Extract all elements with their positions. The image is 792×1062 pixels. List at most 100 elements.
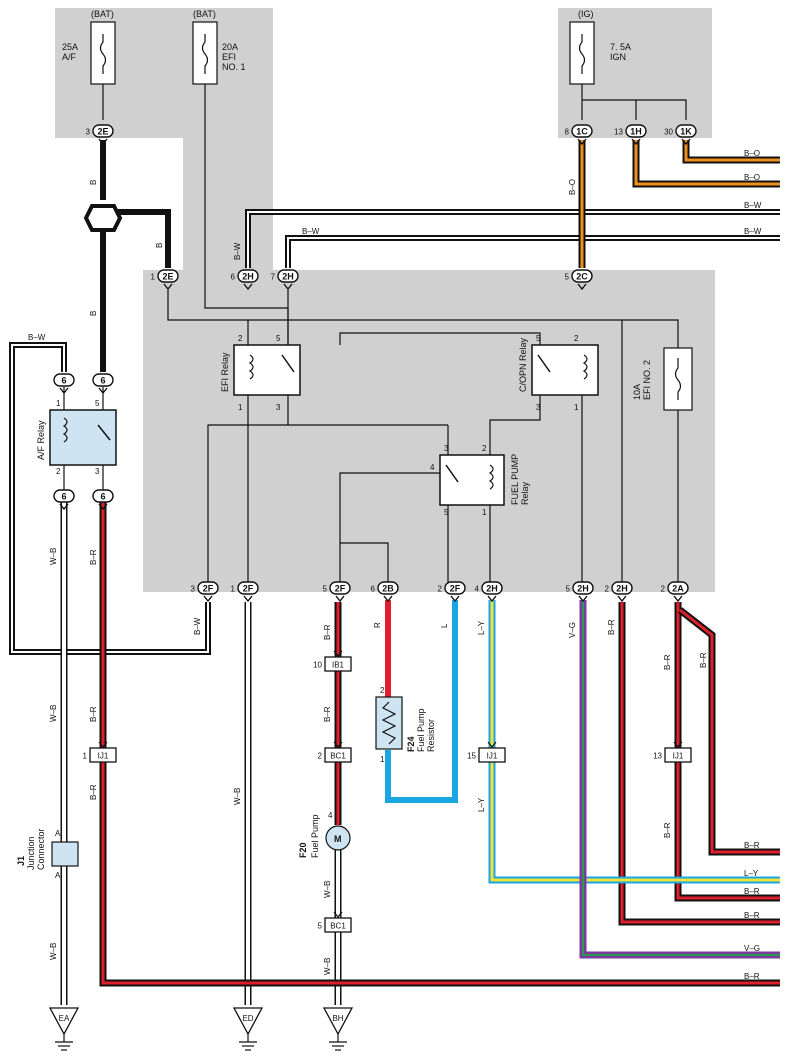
svg-text:B–R: B–R [607, 619, 616, 635]
svg-text:3: 3 [95, 467, 100, 476]
svg-text:2F: 2F [335, 584, 346, 594]
ground-bh: BH [322, 1007, 354, 1051]
junction-block-panels [55, 8, 715, 592]
svg-text:B–W: B–W [233, 242, 242, 260]
right-edge-label: B–R [744, 972, 760, 981]
svg-text:B: B [89, 180, 98, 185]
svg-text:B–R: B–R [323, 624, 332, 640]
fuel-pump-relay-name1: FUEL PUMP [510, 454, 520, 505]
svg-text:B–R: B–R [89, 706, 98, 722]
svg-text:Fuel Pump: Fuel Pump [310, 814, 320, 858]
copn-relay: C/OPN Relay 5 2 3 1 [518, 334, 599, 412]
svg-text:6: 6 [61, 376, 66, 386]
svg-text:2F: 2F [203, 584, 214, 594]
connector-b2F_4: 2F2 [438, 581, 466, 603]
svg-text:30: 30 [664, 128, 673, 137]
svg-text:2: 2 [574, 334, 579, 343]
svg-text:B–R: B–R [663, 822, 672, 838]
svg-text:2: 2 [482, 444, 487, 453]
svg-text:2H: 2H [486, 584, 498, 594]
svg-text:B–W: B–W [28, 333, 46, 342]
right-edge-label: B–R [744, 841, 760, 850]
svg-text:1: 1 [238, 403, 243, 412]
fuse-af-amp: 25A [62, 42, 78, 52]
svg-text:5: 5 [276, 334, 281, 343]
svg-text:2B: 2B [382, 584, 394, 594]
fuse-ign-source: (IG) [578, 9, 594, 19]
connector-c6_a: 6 [53, 373, 75, 395]
right-edge-labels: B–OB–OB–WB–WB–RL–YB–RB–RV–GB–R [744, 149, 762, 981]
svg-text:BC1: BC1 [330, 922, 346, 931]
fuel-pump-f20: M 4 F20 Fuel Pump [298, 811, 351, 858]
copn-relay-name: C/OPN Relay [518, 337, 528, 392]
svg-text:15: 15 [467, 752, 476, 761]
connector-b2F_3: 2F 5 [323, 581, 351, 603]
svg-text:3: 3 [191, 585, 196, 594]
connector-b2H_3: 2H2 [605, 581, 633, 603]
svg-text:2: 2 [238, 334, 243, 343]
svg-text:V–G: V–G [568, 622, 577, 638]
connector-c2C: 2C5 [565, 269, 593, 291]
connector-c6_c: 6 [53, 489, 75, 511]
svg-text:1: 1 [56, 399, 61, 408]
svg-text:W–B: W–B [323, 958, 332, 975]
svg-text:5: 5 [323, 585, 328, 594]
connector-b2A: 2A2 [661, 581, 689, 603]
junction-bc1_b: BC1 5 [318, 911, 352, 933]
svg-text:1: 1 [83, 752, 88, 761]
fuse-efi1-name2: NO. 1 [222, 62, 246, 72]
svg-text:ED: ED [242, 1014, 253, 1023]
svg-text:6: 6 [371, 585, 376, 594]
svg-text:1: 1 [151, 273, 156, 282]
svg-text:2: 2 [380, 686, 385, 695]
svg-text:B–W: B–W [302, 227, 320, 236]
svg-text:Connector: Connector [36, 828, 46, 870]
svg-text:W–B: W–B [233, 788, 242, 805]
junction-connector-j1: A A J1 Junction Connector [16, 828, 79, 880]
fuse-efi1-amp: 20A [222, 42, 238, 52]
l-wire [385, 600, 458, 803]
svg-text:2E: 2E [162, 272, 173, 282]
fuse-ign-name: IGN [610, 52, 626, 62]
svg-text:2H: 2H [577, 584, 589, 594]
af-relay-name: A/F Relay [36, 420, 46, 460]
svg-text:B: B [155, 243, 164, 248]
svg-text:IJ1: IJ1 [673, 752, 684, 761]
svg-text:B–R: B–R [89, 549, 98, 565]
connector-c6_b: 6 [92, 373, 114, 395]
svg-text:B–R: B–R [89, 784, 98, 800]
bo-wires [578, 140, 780, 268]
br-wires [99, 500, 780, 987]
svg-text:2F: 2F [243, 584, 254, 594]
svg-text:5: 5 [95, 399, 100, 408]
svg-text:13: 13 [614, 128, 623, 137]
connector-b2H_2: 2H5 [566, 581, 594, 603]
svg-text:2H: 2H [282, 272, 294, 282]
right-edge-label: L–Y [744, 869, 759, 878]
connector-b2F_2: 2F1 [231, 581, 259, 603]
svg-text:3: 3 [276, 403, 281, 412]
svg-text:6: 6 [61, 492, 66, 502]
svg-text:W–B: W–B [49, 943, 58, 960]
svg-text:BC1: BC1 [330, 752, 346, 761]
svg-text:5: 5 [318, 922, 323, 931]
svg-text:B–R: B–R [663, 654, 672, 670]
bw-inner [11, 211, 780, 653]
fuel-pump-relay: 3 2 4 5 1 FUEL PUMP Relay [430, 444, 530, 517]
svg-text:4: 4 [475, 585, 480, 594]
right-edge-label: B–O [744, 173, 760, 182]
svg-text:EA: EA [59, 1014, 70, 1023]
svg-text:2: 2 [56, 467, 61, 476]
svg-text:7: 7 [271, 273, 276, 282]
svg-text:L–Y: L–Y [477, 797, 486, 812]
svg-text:4: 4 [430, 463, 435, 472]
right-edge-label: B–O [744, 149, 760, 158]
svg-text:3: 3 [444, 444, 449, 453]
svg-text:8: 8 [565, 128, 570, 137]
svg-text:L: L [440, 623, 449, 628]
svg-text:1: 1 [380, 755, 385, 764]
svg-text:Resistor: Resistor [426, 719, 436, 752]
